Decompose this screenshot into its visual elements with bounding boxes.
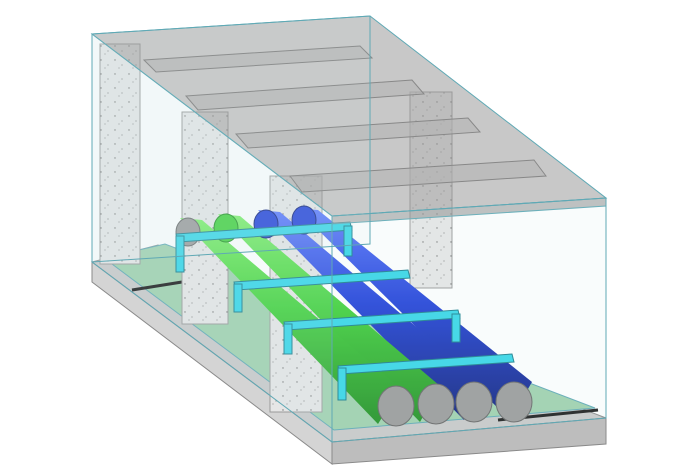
wall-front (331, 197, 607, 443)
support-2-leg-left (233, 283, 243, 313)
roof-beam-3 (234, 117, 482, 149)
drain-channel-left (131, 280, 183, 292)
roof-beam-4 (289, 159, 547, 193)
pipe-4-end (495, 381, 533, 423)
pipe-1-end (377, 385, 415, 427)
support-1-leg-right (343, 225, 353, 257)
support-3-leg-right (451, 313, 461, 343)
support-4-leg-left (337, 367, 347, 401)
pipe-2-end (417, 383, 455, 425)
pipe-3-end (455, 381, 493, 423)
roof-beam-2 (184, 79, 426, 111)
wall-back (91, 15, 371, 263)
support-1-leg-left (175, 235, 185, 273)
roof-beam-1 (142, 45, 374, 73)
support-3-leg-left (283, 323, 293, 355)
tunnel-shell (90, 15, 608, 443)
pipe-supports (175, 221, 515, 401)
